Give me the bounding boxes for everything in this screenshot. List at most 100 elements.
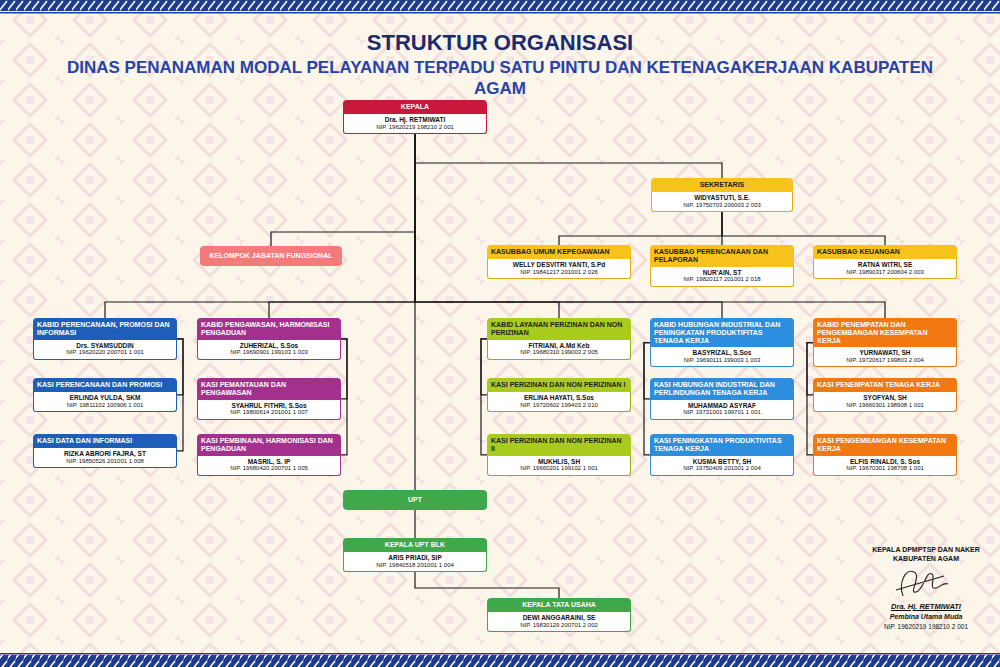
box-body: KUSMA BETTY, SHNIP. 19750409 201001 2 00…: [650, 456, 794, 476]
box-heading: KASI PENEMPATAN TENAGA KERJA: [813, 378, 957, 392]
org-box: KASI PERIZINAN DAN NON PERIZINAN IIMUKHL…: [487, 434, 631, 476]
connector-line: [341, 339, 347, 399]
box-body: MUHAMMAD ASYRAFNIP. 19731001 199701 1 00…: [650, 400, 794, 420]
box-body: DEWI ANGGARAINI, SENIP. 19830129 200701 …: [487, 612, 631, 632]
employee-id: NIP. 19840518 201001 1 004: [347, 562, 483, 569]
signature-office: KEPALA DPMPTSP DAN NAKER KABUPATEN AGAM: [858, 545, 994, 563]
employee-id: NIP. 19890317 200604 2 003: [817, 269, 953, 276]
official-name: YURNAWATI, SH: [817, 349, 953, 357]
employee-id: NIP. 19680310 199003 2 005: [491, 349, 627, 356]
connector-line: [415, 134, 559, 318]
official-name: RATNA WITRI, SE: [817, 261, 953, 269]
employee-id: NIP. 19820117 201001 2 018: [654, 276, 790, 283]
employee-id: NIP. 19680420 200701 1 005: [201, 465, 337, 472]
official-name: WIDYASTUTI, S.E.: [655, 194, 789, 202]
box-heading: KEPALA TATA USAHA: [487, 598, 631, 612]
employee-id: NIP. 19720617 199803 2 004: [817, 357, 953, 364]
official-name: MUHAMMAD ASYRAF: [654, 402, 790, 410]
box-body: ERLINDA YULDA, SKMNIP. 19811102 100906 1…: [33, 392, 177, 412]
box-body: MASRIL, S. IPNIP. 19680420 200701 1 005: [197, 456, 341, 476]
box-heading: KASI PERIZINAN DAN NON PERIZINAN II: [487, 434, 631, 456]
org-box: KASI PERENCANAAN DAN PROMOSIERLINDA YULD…: [33, 378, 177, 412]
employee-id: NIP. 19850526 201001 1 008: [37, 458, 173, 465]
employee-id: NIP. 19690111 199003 1 003: [654, 357, 790, 364]
box-body: ZUHERIZAL, S.SosNIP. 19690901 199103 1 0…: [197, 340, 341, 360]
employee-id: NIP. 19830129 200701 2 002: [491, 622, 627, 629]
official-name: ELFIS RINALDI, S. Sos: [817, 458, 953, 466]
box-body: SYOFYAN, SHNIP. 19660301 198908 1 001: [813, 392, 957, 412]
signature-rank: Pembina Utama Muda: [858, 612, 994, 621]
org-box: KASUBBAG KEUANGAN RATNA WITRI, SENIP. 198…: [813, 245, 957, 279]
top-rule: [0, 12, 1000, 14]
box-heading: UPT: [343, 490, 487, 510]
connector-line: [722, 212, 885, 245]
org-box: KABID PENEMPATAN DAN PENGEMBANGAN KESEMP…: [813, 318, 957, 367]
subtitle: DINAS PENANAMAN MODAL PELAYANAN TERPADU …: [50, 57, 950, 99]
org-box: KASI PEMBINAAN, HARMONISASI DAN PENGADUA…: [197, 434, 341, 476]
employee-id: NIP. 19811102 100906 1 001: [37, 402, 173, 409]
box-heading: KABID HUBUNGAN INDUSTRIAL DAN PENINGKATA…: [650, 318, 794, 347]
org-box: KABID PENGAWASAN, HARMONISASI PENGADUANZ…: [197, 318, 341, 360]
signature-nip: NIP. 19620219 198210 2 001: [858, 622, 994, 631]
org-box: KABID HUBUNGAN INDUSTRIAL DAN PENINGKATA…: [650, 318, 794, 367]
box-heading: SEKRETARIS: [651, 178, 793, 192]
employee-id: NIP. 19750409 201001 2 004: [654, 465, 790, 472]
employee-id: NIP. 19620219 198210 2 001: [347, 124, 483, 131]
box-heading: KABID LAYANAN PERIZINAN DAN NON PERIZINA…: [487, 318, 631, 340]
box-heading: KASI PERIZINAN DAN NON PERIZINAN I: [487, 378, 631, 392]
employee-id: NIP. 19720602 199403 2 010: [491, 402, 627, 409]
org-box: KASI PERIZINAN DAN NON PERIZINAN I ERLINA…: [487, 378, 631, 412]
official-name: ERLINDA YULDA, SKM: [37, 394, 173, 402]
employee-id: NIP. 19620220 200701 1 001: [37, 349, 173, 356]
box-heading: KEPALA UPT BLK: [343, 538, 487, 552]
org-box: KASI PENEMPATAN TENAGA KERJASYOFYAN, SHN…: [813, 378, 957, 412]
box-body: MUKHLIS, SHNIP. 19660201 199102 1 001: [487, 456, 631, 476]
top-rope-band: [0, 0, 1000, 11]
org-box: SEKRETARISWIDYASTUTI, S.E.NIP. 19750703 …: [651, 178, 793, 212]
page-title: STRUKTUR ORGANISASI: [0, 30, 1000, 56]
box-body: FITRIANI, A.Md KebNIP. 19680310 199003 2…: [487, 340, 631, 360]
box-heading: KASI PERENCANAAN DAN PROMOSI: [33, 378, 177, 392]
official-name: ERLINA HAYATI, S.Sos: [491, 394, 627, 402]
org-box: KASUBBAG PERENCANAAN DAN PELAPORANNUR'AI…: [650, 245, 794, 287]
org-box: UPT: [343, 490, 487, 510]
connector-line: [559, 212, 722, 245]
org-box: KASUBBAG UMUM KEPEGAWAIANWELLY DESVITRI …: [487, 245, 631, 279]
box-heading: KASUBBAG KEUANGAN: [813, 245, 957, 259]
box-body: YURNAWATI, SHNIP. 19720617 199803 2 004: [813, 347, 957, 367]
box-heading: KASI DATA DAN INFORMASI: [33, 434, 177, 448]
official-name: MUKHLIS, SH: [491, 458, 627, 466]
connector-line: [415, 572, 559, 598]
box-body: RIZKA ABRORI FAJRA, STNIP. 19850526 2010…: [33, 448, 177, 468]
official-name: BASYRIZAL, S.Sos: [654, 349, 790, 357]
box-body: ARIS PRIADI, SIPNIP. 19840518 201001 1 0…: [343, 552, 487, 572]
official-name: DEWI ANGGARAINI, SE: [491, 614, 627, 622]
box-heading: KASI HUBUNGAN INDUSTRIAL DAN PERLINDUNGA…: [650, 378, 794, 400]
box-body: WIDYASTUTI, S.E.NIP. 19750703 200003 2 0…: [651, 192, 793, 212]
connector-line: [271, 134, 415, 246]
employee-id: NIP. 19800614 201001 1 007: [201, 409, 337, 416]
box-heading: KABID PENEMPATAN DAN PENGEMBANGAN KESEMP…: [813, 318, 957, 347]
box-body: SYAHRUL FITHRI, S.SosNIP. 19800614 20100…: [197, 400, 341, 420]
connector-line: [414, 134, 415, 490]
official-name: RIZKA ABRORI FAJRA, ST: [37, 450, 173, 458]
org-box: KEPALADra. Hj. RETMIWATINIP. 19620219 19…: [343, 100, 487, 134]
connector-line: [415, 134, 885, 318]
connector-line: [105, 134, 415, 318]
connector-line: [341, 339, 347, 455]
official-name: SYAHRUL FITHRI, S.Sos: [201, 402, 337, 410]
box-heading: KABID PENGAWASAN, HARMONISASI PENGADUAN: [197, 318, 341, 340]
box-heading: KABID PERENCANAAN, PROMOSI DAN INFORMASI: [33, 318, 177, 340]
official-name: FITRIANI, A.Md Keb: [491, 342, 627, 350]
org-box: KASI DATA DAN INFORMASIRIZKA ABRORI FAJR…: [33, 434, 177, 468]
connector-line: [269, 134, 415, 318]
org-box: KABID PERENCANAAN, PROMOSI DAN INFORMASI…: [33, 318, 177, 360]
org-box: KEPALA TATA USAHADEWI ANGGARAINI, SENIP.…: [487, 598, 631, 632]
employee-id: NIP. 19690901 199103 1 003: [201, 349, 337, 356]
official-name: ARIS PRIADI, SIP: [347, 554, 483, 562]
employee-id: NIP. 19841217 201001 2 026: [491, 269, 627, 276]
box-heading: KASUBBAG PERENCANAAN DAN PELAPORAN: [650, 245, 794, 267]
box-body: Drs. SYAMSUDDINNIP. 19620220 200701 1 00…: [33, 340, 177, 360]
org-box: KEPALA UPT BLKARIS PRIADI, SIPNIP. 19840…: [343, 538, 487, 572]
